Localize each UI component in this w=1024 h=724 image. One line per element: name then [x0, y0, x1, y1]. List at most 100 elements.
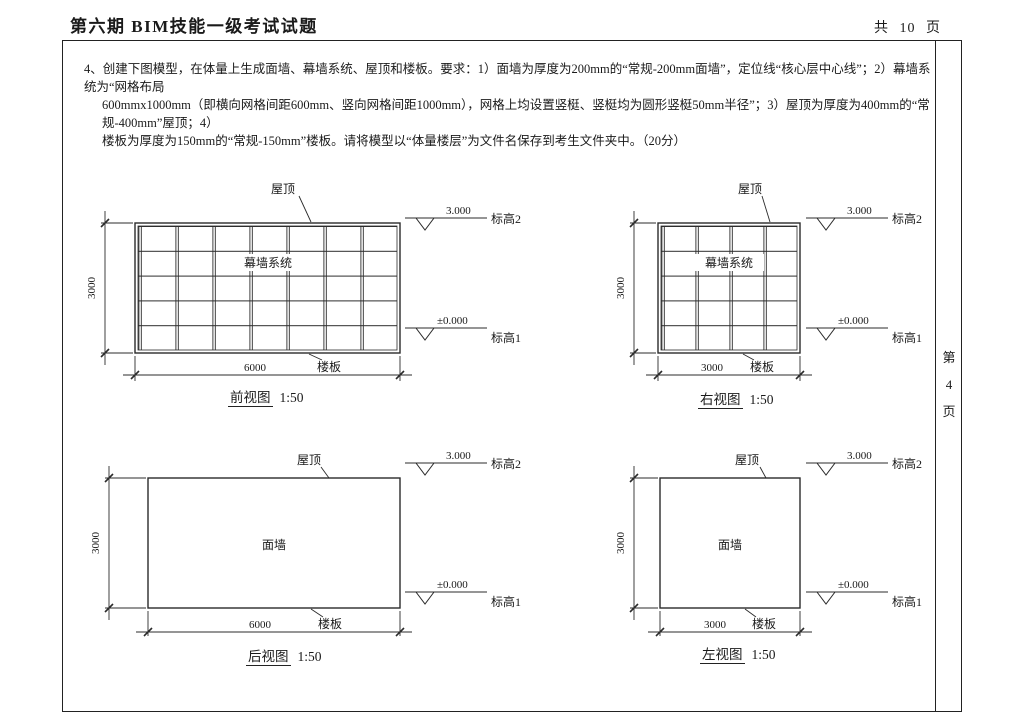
height-dim-value: 3000: [615, 532, 627, 555]
elevation-mark-top: 3.000 标高2: [806, 450, 922, 476]
view-scale: 1:50: [279, 390, 304, 405]
side-page-number: 第 4 页: [936, 344, 962, 425]
elevation-triangle-icon: [415, 591, 435, 605]
back-view-caption: 后视图 1:50: [246, 645, 322, 666]
slab-label: 楼板: [750, 359, 774, 374]
elevation-mark-top: 3.000 标高2: [405, 205, 521, 231]
front-view-drawing: 幕墙系统 屋顶 3.000 标高2 ±0.000 标高1 3000: [86, 182, 521, 381]
elevation-top-value: 3.000: [446, 205, 471, 217]
elevation-mark-top: 3.000 标高2: [405, 450, 521, 476]
slab-leader-line: [310, 608, 324, 618]
curtain-grid: [137, 225, 398, 351]
height-dim-value: 3000: [90, 532, 102, 555]
left-view-caption: 左视图 1:50: [700, 643, 776, 664]
width-dim-value: 3000: [704, 619, 727, 631]
right-view-drawing: 幕墙系统 屋顶 3.000 标高2 ±0.000 标高1 3000: [615, 182, 922, 381]
wall-panel: [659, 477, 801, 609]
elevation-bottom-name: 标高1: [491, 330, 521, 345]
total-page-count: 共 10 页: [874, 21, 941, 36]
elevation-mark-top: 3.000 标高2: [806, 205, 922, 231]
roof-leader-line: [298, 195, 312, 223]
exam-title: 第六期 BIM技能一级考试试题: [70, 17, 318, 36]
width-dim-value: 3000: [701, 362, 724, 374]
width-dimension: 3000: [646, 356, 812, 381]
elevation-top-name: 标高2: [491, 211, 521, 226]
side-page-char: 页: [942, 404, 956, 419]
roof-label: 屋顶: [297, 453, 321, 467]
width-dim-value: 6000: [244, 362, 267, 374]
view-scale: 1:50: [297, 649, 322, 664]
elevation-top-value: 3.000: [446, 450, 471, 462]
slab-label: 楼板: [318, 616, 342, 631]
elevation-triangle-icon: [816, 327, 836, 341]
elevation-triangle-icon: [415, 462, 435, 476]
elevation-mark-bottom: ±0.000 标高1: [405, 315, 521, 345]
elevation-triangle-icon: [415, 217, 435, 231]
elevation-top-name: 标高2: [892, 211, 922, 226]
elevation-top-value: 3.000: [847, 450, 872, 462]
elevation-triangle-icon: [816, 591, 836, 605]
page-number-divider: [935, 40, 936, 712]
height-dimension: 3000: [90, 466, 146, 620]
elevation-bottom-value: ±0.000: [437, 579, 468, 591]
height-dimension: 3000: [86, 211, 133, 365]
elevation-top-value: 3.000: [847, 205, 872, 217]
slab-leader-line: [742, 353, 755, 361]
width-dimension: 3000: [648, 611, 812, 637]
height-dim-value: 3000: [86, 277, 98, 300]
elevation-bottom-value: ±0.000: [838, 315, 869, 327]
question-line-3: 楼板为厚度为150mm的“常规-150mm”楼板。请将模型以“体量楼层”为文件名…: [102, 134, 686, 148]
roof-label: 屋顶: [735, 453, 759, 467]
elevation-bottom-name: 标高1: [491, 594, 521, 609]
wall-label-bg: [233, 254, 303, 271]
back-view-drawing: 面墙 屋顶 3.000 标高2 ±0.000 标高1 3000: [90, 450, 521, 637]
question-line-2: 600mmx1000mm（即横向网格间距600mm、竖向网格间距1000mm），…: [102, 98, 930, 130]
view-name: 右视图: [698, 392, 743, 409]
left-view-drawing: 面墙 屋顶 3.000 标高2 ±0.000 标高1 3000: [615, 450, 922, 637]
elevation-triangle-icon: [816, 217, 836, 231]
elevation-triangle-icon: [816, 462, 836, 476]
side-page-char: 4: [945, 377, 953, 392]
view-name: 左视图: [700, 647, 745, 664]
width-dimension: 6000: [136, 611, 412, 637]
side-page-char: 第: [942, 350, 956, 365]
elevation-bottom-name: 标高1: [892, 330, 922, 345]
curtain-wall-label: 幕墙系统: [705, 256, 753, 270]
question-text: 4、创建下图模型，在体量上生成面墙、幕墙系统、屋顶和楼板。要求：1）面墙为厚度为…: [84, 60, 940, 150]
elevation-triangle-icon: [415, 327, 435, 341]
wall-label-bg: [694, 254, 764, 271]
roof-label: 屋顶: [271, 182, 295, 196]
roof-leader-line: [761, 195, 771, 223]
view-name: 后视图: [246, 649, 291, 666]
curtain-wall-label: 幕墙系统: [244, 256, 292, 270]
width-dim-value: 6000: [249, 619, 272, 631]
roof-leader-line: [320, 466, 330, 479]
height-dimension: 3000: [615, 466, 658, 620]
wall-label: 面墙: [262, 538, 286, 552]
elevation-bottom-value: ±0.000: [437, 315, 468, 327]
question-line-1: 4、创建下图模型，在体量上生成面墙、幕墙系统、屋顶和楼板。要求：1）面墙为厚度为…: [84, 62, 931, 94]
slab-leader-line: [308, 353, 323, 361]
slab-label: 楼板: [752, 616, 776, 631]
view-name: 前视图: [228, 390, 273, 407]
content-frame: [62, 40, 962, 712]
right-view-caption: 右视图 1:50: [698, 388, 774, 409]
view-scale: 1:50: [751, 647, 776, 662]
elevation-bottom-value: ±0.000: [838, 579, 869, 591]
front-view-caption: 前视图 1:50: [228, 386, 304, 407]
wall-label: 面墙: [718, 538, 742, 552]
elevation-top-name: 标高2: [491, 456, 521, 471]
elevation-mark-bottom: ±0.000 标高1: [806, 579, 922, 609]
slab-label: 楼板: [317, 359, 341, 374]
slab-leader-line: [744, 608, 757, 618]
roof-label: 屋顶: [738, 182, 762, 196]
curtain-grid: [660, 225, 798, 351]
width-dimension: 6000: [123, 356, 412, 381]
height-dim-value: 3000: [615, 277, 627, 300]
view-scale: 1:50: [749, 392, 774, 407]
height-dimension: 3000: [615, 211, 656, 365]
wall-panel: [147, 477, 401, 609]
elevation-bottom-name: 标高1: [892, 594, 922, 609]
elevation-mark-bottom: ±0.000 标高1: [806, 315, 922, 345]
